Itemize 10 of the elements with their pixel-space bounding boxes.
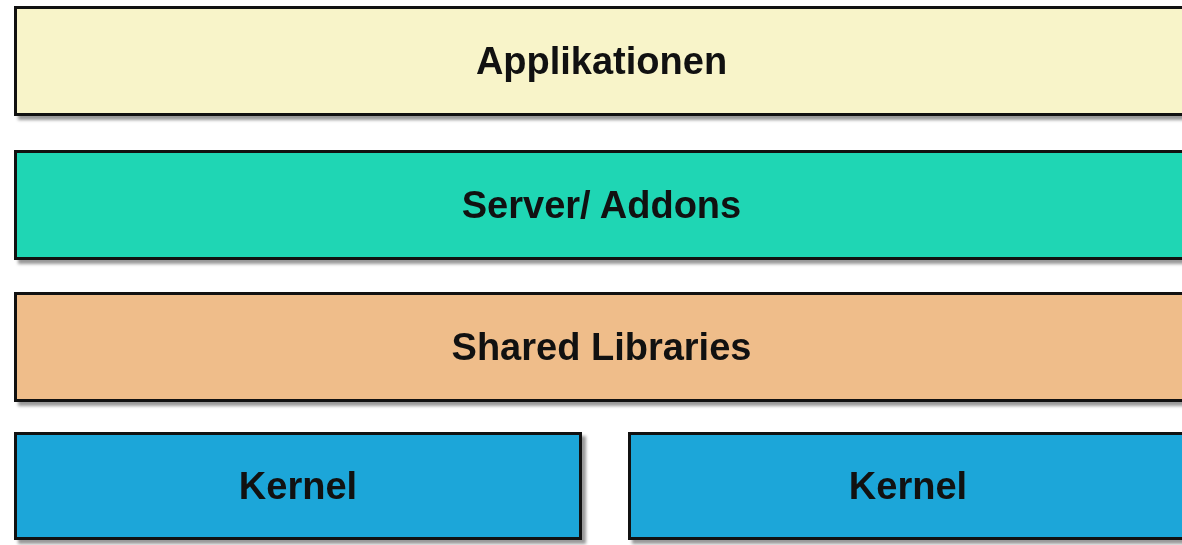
layer-label: Shared Libraries (451, 325, 752, 369)
layer-box (14, 6, 1182, 116)
layer-box (14, 150, 1182, 260)
layer-label: Kernel (848, 464, 968, 508)
layer-label: Applikationen (475, 39, 728, 83)
layer-box (14, 292, 1182, 402)
layer-label: Server/ Addons (461, 183, 742, 227)
layer-label: Kernel (238, 464, 358, 508)
layer-box (628, 432, 1182, 540)
layer-box (14, 432, 582, 540)
